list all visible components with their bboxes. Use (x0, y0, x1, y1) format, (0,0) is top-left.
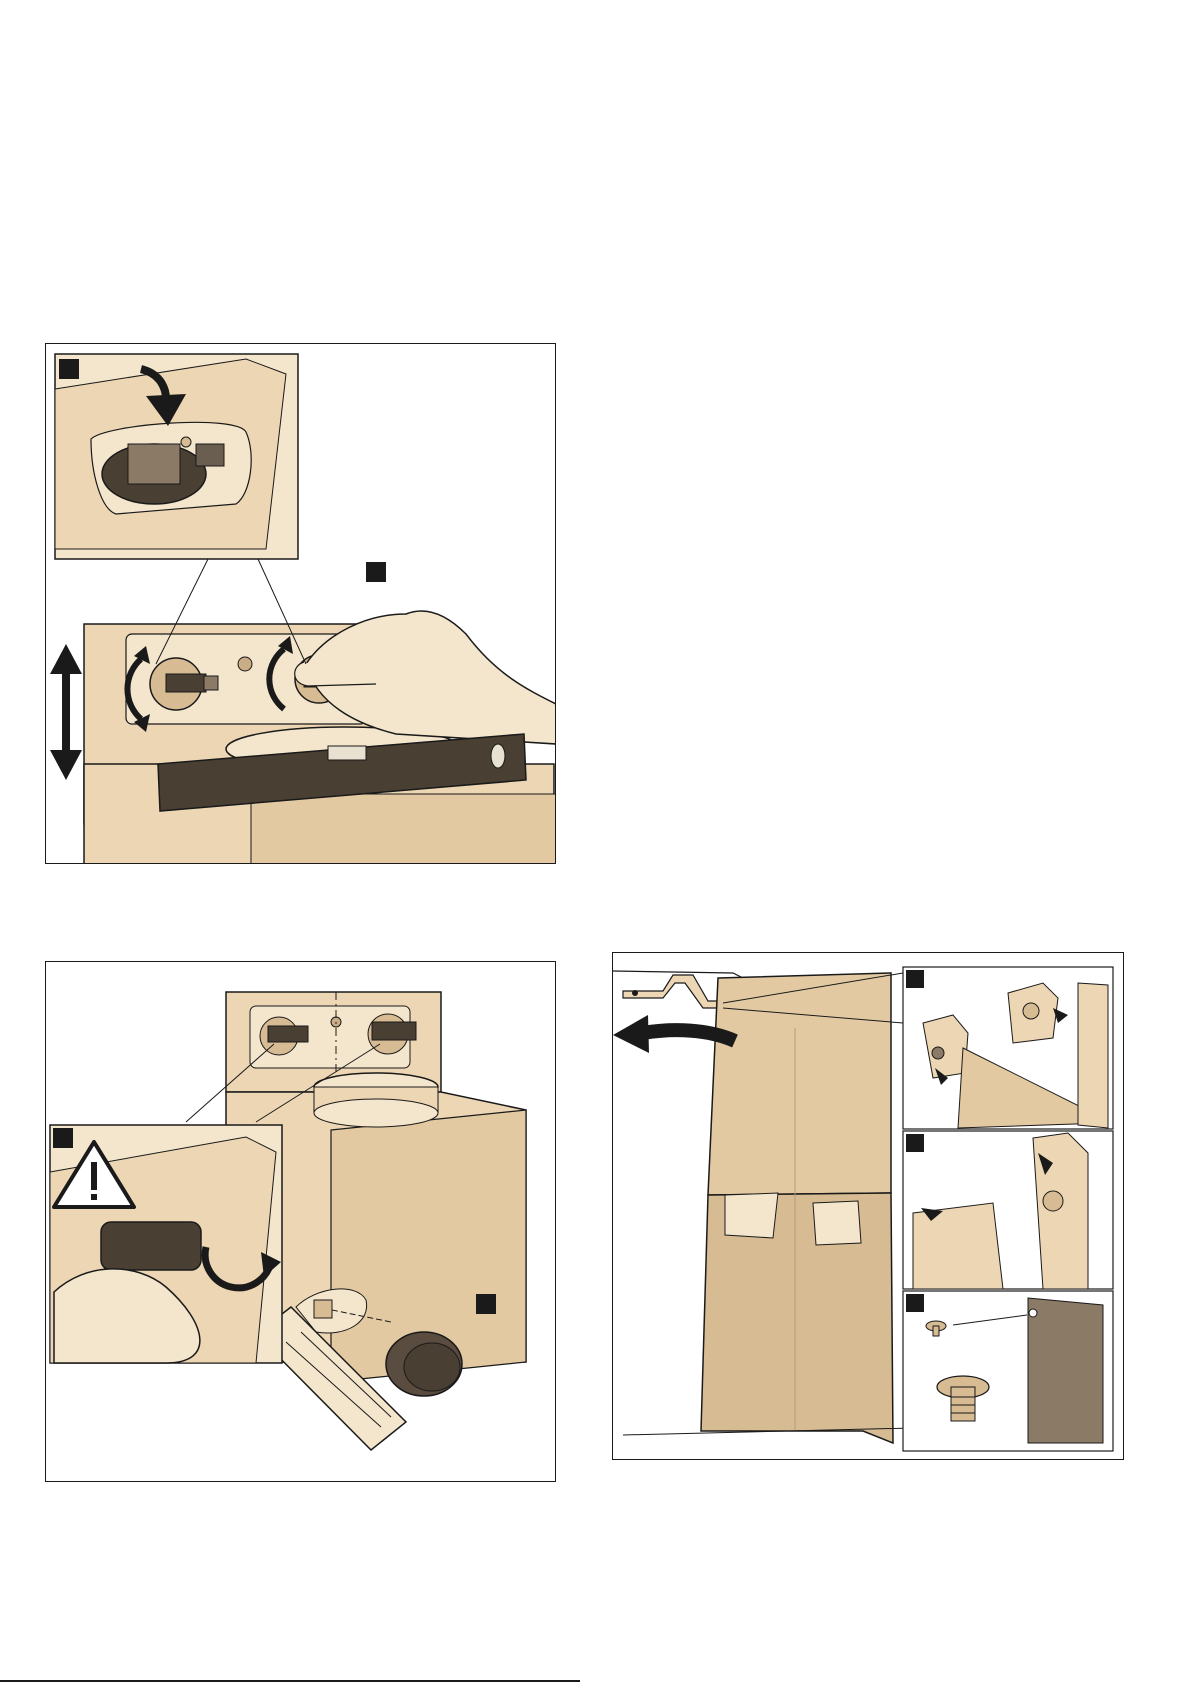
detail-c (903, 1291, 1113, 1451)
step-marker-1 (53, 1128, 73, 1148)
step-marker-a (906, 970, 924, 988)
fig-levelling (45, 343, 556, 864)
footer-rule (0, 1680, 580, 1682)
step-marker-2 (366, 562, 386, 582)
detail-inset (55, 354, 306, 664)
fig-screw-knob (45, 961, 556, 1482)
step-marker-1 (59, 359, 79, 379)
screw-knob-illustration (46, 962, 556, 1482)
step-marker-c (906, 1294, 924, 1312)
detail-b (903, 1131, 1113, 1289)
levelling-illustration (46, 344, 556, 864)
detail-a (903, 967, 1113, 1129)
knob (386, 1332, 462, 1396)
step-marker-2 (476, 1294, 496, 1314)
fig-chimney-cover (612, 952, 1124, 1460)
step-marker-b (906, 1134, 924, 1152)
up-down-arrow-icon (50, 644, 82, 780)
chimney-cover-illustration (613, 953, 1124, 1460)
